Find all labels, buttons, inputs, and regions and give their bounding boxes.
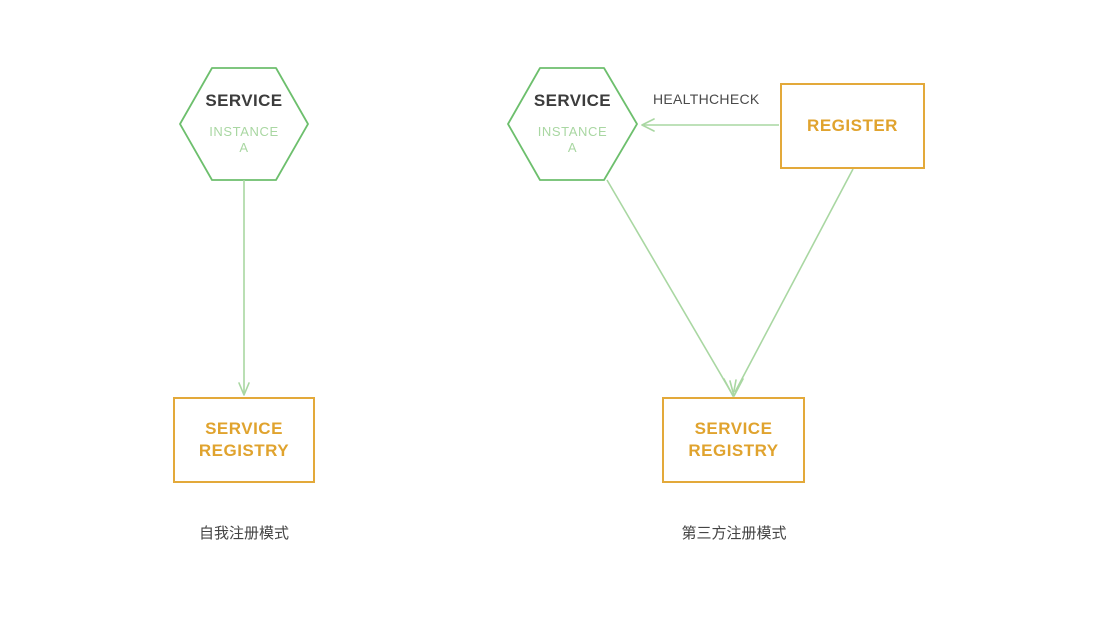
box-label-line2-right: REGISTRY (688, 441, 779, 460)
edge-label-healthcheck: HEALTHCHECK (653, 91, 760, 107)
node-service-instance-a-right[interactable]: SERVICE INSTANCE A (508, 68, 637, 180)
box-label-register: REGISTER (807, 115, 898, 135)
hexagon-title-right: SERVICE (533, 90, 612, 110)
arrow-head-register-to-registry (729, 378, 744, 397)
arrow-head-service-to-registry-left (238, 382, 250, 396)
hexagon-subtitle-line2-left: A (239, 139, 249, 155)
node-service-registry-right[interactable]: SERVICE REGISTRY (662, 397, 805, 483)
caption-self-registration: 自我注册模式 (198, 524, 289, 542)
hexagon-subtitle-line1-right: INSTANCE (537, 123, 608, 139)
node-service-instance-a-left[interactable]: SERVICE INSTANCE A (180, 68, 308, 180)
arrow-line-service-to-registry-right (606, 179, 732, 393)
hexagon-subtitle-line2-right: A (567, 139, 578, 155)
hexagon-subtitle-left: INSTANCE A (209, 124, 279, 157)
arrow-head-service-to-registry-right (723, 378, 737, 397)
hexagon-subtitle-right: INSTANCE A (538, 124, 608, 157)
box-label-service-registry-right: SERVICE REGISTRY (688, 418, 778, 463)
box-label-line1-right: SERVICE (694, 418, 773, 438)
box-label-line2-left: REGISTRY (198, 441, 290, 460)
arrow-line-register-to-registry (734, 168, 854, 393)
node-service-registry-left[interactable]: SERVICE REGISTRY (173, 397, 315, 483)
arrow-head-healthcheck (641, 118, 655, 132)
caption-third-party-registration: 第三方注册模式 (681, 524, 787, 542)
box-label-service-registry-left: SERVICE REGISTRY (199, 418, 289, 463)
hexagon-title-left: SERVICE (205, 90, 283, 110)
box-label-line1-left: SERVICE (205, 418, 283, 438)
hexagon-subtitle-line1-left: INSTANCE (209, 123, 279, 139)
node-register[interactable]: REGISTER (780, 83, 925, 169)
